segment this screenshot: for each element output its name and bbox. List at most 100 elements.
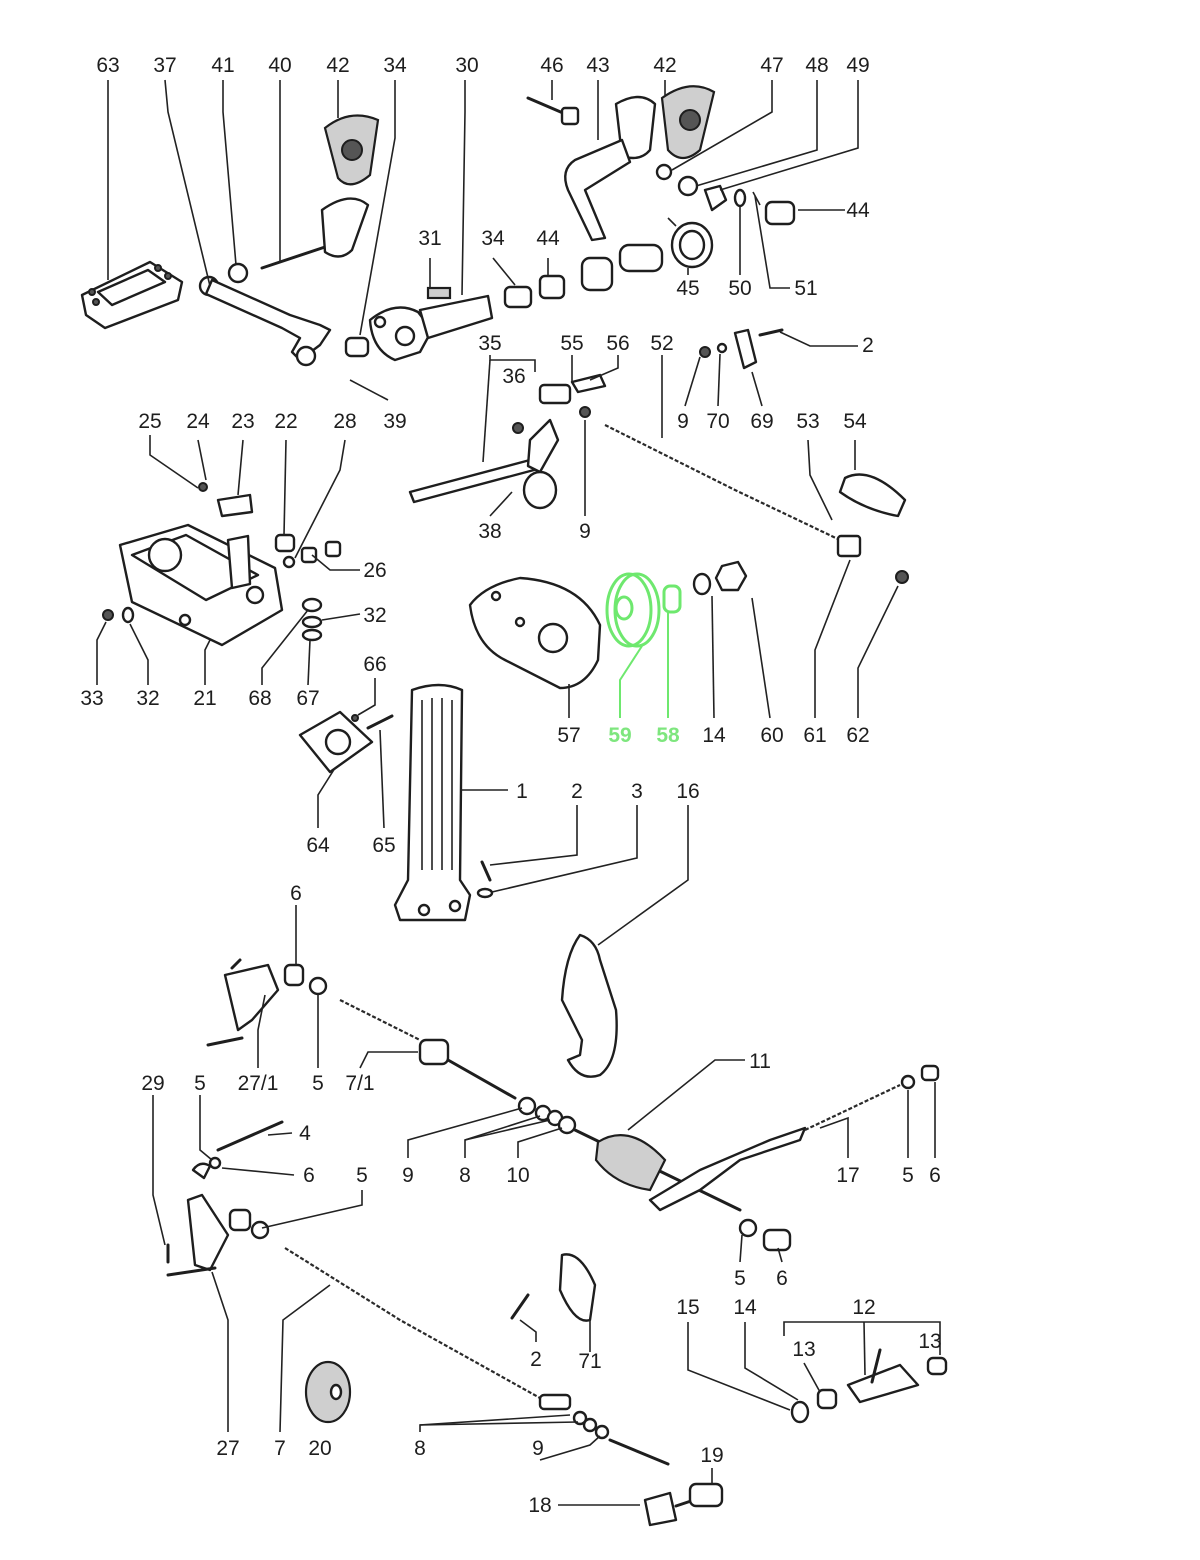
label-34-top: 34 bbox=[383, 54, 407, 77]
part-27-1-lever bbox=[206, 958, 280, 1047]
label-41: 41 bbox=[211, 54, 234, 77]
label-43: 43 bbox=[586, 54, 609, 77]
part-31-key bbox=[426, 286, 452, 300]
part-14-washer bbox=[692, 572, 712, 596]
part-67-washer bbox=[301, 628, 323, 642]
label-5-b: 5 bbox=[194, 1072, 206, 1095]
part-6-cap bbox=[191, 1162, 212, 1180]
part-38-spring bbox=[522, 470, 558, 510]
label-20: 20 bbox=[308, 1437, 331, 1460]
label-1: 1 bbox=[516, 780, 528, 803]
label-42-left: 42 bbox=[326, 54, 349, 77]
part-26-bushing bbox=[300, 546, 318, 564]
label-46: 46 bbox=[540, 54, 563, 77]
part-7-1-sleeve bbox=[418, 1038, 450, 1066]
label-42-right: 42 bbox=[653, 54, 676, 77]
label-57: 57 bbox=[557, 724, 580, 747]
label-65: 65 bbox=[372, 834, 395, 857]
part-26-bushing-b bbox=[324, 540, 342, 558]
part-34-bushing-mid bbox=[503, 285, 533, 309]
part-48-washer bbox=[677, 175, 699, 197]
part-60-nut bbox=[714, 560, 748, 592]
label-9-low: 9 bbox=[402, 1164, 414, 1187]
label-33: 33 bbox=[80, 687, 103, 710]
part-13-bushing-b bbox=[926, 1356, 948, 1376]
part-36-nut bbox=[512, 422, 524, 434]
label-35: 35 bbox=[478, 332, 501, 355]
label-16: 16 bbox=[676, 780, 699, 803]
part-9-nut-b bbox=[699, 346, 711, 358]
part-59-pulley bbox=[605, 572, 661, 648]
part-41-bushing bbox=[227, 262, 249, 284]
part-22-bushing bbox=[274, 533, 296, 553]
part-2-screw-top bbox=[758, 328, 784, 337]
label-14-mid: 14 bbox=[702, 724, 726, 747]
label-37: 37 bbox=[153, 54, 176, 77]
label-17: 17 bbox=[836, 1164, 859, 1187]
part-68-nut bbox=[301, 597, 323, 613]
label-44-right: 44 bbox=[846, 199, 870, 222]
part-44-bushing-mid bbox=[538, 274, 566, 300]
part-19-sleeve bbox=[688, 1482, 724, 1508]
label-70: 70 bbox=[706, 410, 729, 433]
part-6-bushing-c bbox=[762, 1228, 792, 1252]
label-40: 40 bbox=[268, 54, 291, 77]
part-27-shaft bbox=[166, 1266, 217, 1277]
label-7: 7 bbox=[274, 1437, 286, 1460]
label-62: 62 bbox=[846, 724, 869, 747]
part-64-mount bbox=[298, 710, 374, 774]
label-50: 50 bbox=[728, 277, 751, 300]
label-21: 21 bbox=[193, 687, 216, 710]
part-5-nut-c bbox=[738, 1218, 758, 1238]
label-67: 67 bbox=[296, 687, 319, 710]
part-9-nut-d bbox=[594, 1424, 610, 1440]
label-28: 28 bbox=[333, 410, 356, 433]
label-52: 52 bbox=[650, 332, 673, 355]
label-55: 55 bbox=[560, 332, 583, 355]
part-69-plate bbox=[733, 328, 758, 370]
label-8-low: 8 bbox=[459, 1164, 471, 1187]
label-4: 4 bbox=[299, 1122, 311, 1145]
part-5-nut-d bbox=[208, 1156, 222, 1170]
label-34-mid: 34 bbox=[481, 227, 505, 250]
label-9-mid: 9 bbox=[579, 520, 591, 543]
label-49: 49 bbox=[846, 54, 869, 77]
part-57-housing bbox=[468, 576, 602, 690]
part-58-bushing bbox=[662, 584, 682, 614]
part-14-washer-b bbox=[790, 1400, 810, 1424]
part-4-pin bbox=[216, 1120, 284, 1152]
label-47: 47 bbox=[760, 54, 783, 77]
part-66-nut bbox=[351, 714, 359, 722]
label-13-left: 13 bbox=[792, 1338, 815, 1361]
part-5-nut-a bbox=[308, 976, 328, 996]
label-27: 27 bbox=[216, 1437, 239, 1460]
label-6-d: 6 bbox=[776, 1267, 788, 1290]
part-42-pad-left bbox=[323, 114, 380, 186]
highlight-leaders bbox=[619, 612, 669, 718]
part-54-boot bbox=[838, 473, 907, 518]
label-44-mid: 44 bbox=[536, 227, 560, 250]
label-6-b: 6 bbox=[303, 1164, 315, 1187]
part-27-lever bbox=[186, 1193, 230, 1272]
label-54: 54 bbox=[843, 410, 867, 433]
part-2-screw bbox=[480, 860, 492, 882]
label-31: 31 bbox=[418, 227, 441, 250]
label-9-top: 9 bbox=[677, 410, 689, 433]
part-52-cable bbox=[604, 424, 841, 541]
part-9-nut-c bbox=[517, 1096, 537, 1116]
label-56: 56 bbox=[606, 332, 629, 355]
label-32-right: 32 bbox=[363, 604, 386, 627]
label-19: 19 bbox=[700, 1444, 723, 1467]
label-23: 23 bbox=[231, 410, 254, 433]
label-13-right: 13 bbox=[918, 1330, 941, 1353]
label-5-e: 5 bbox=[734, 1267, 746, 1290]
label-68: 68 bbox=[248, 687, 271, 710]
label-5-a: 5 bbox=[312, 1072, 324, 1095]
label-14-low: 14 bbox=[733, 1296, 757, 1319]
label-10: 10 bbox=[506, 1164, 529, 1187]
label-58-highlighted: 58 bbox=[656, 724, 680, 747]
label-32-left: 32 bbox=[136, 687, 159, 710]
label-25: 25 bbox=[138, 410, 161, 433]
part-11-boot bbox=[594, 1134, 667, 1192]
